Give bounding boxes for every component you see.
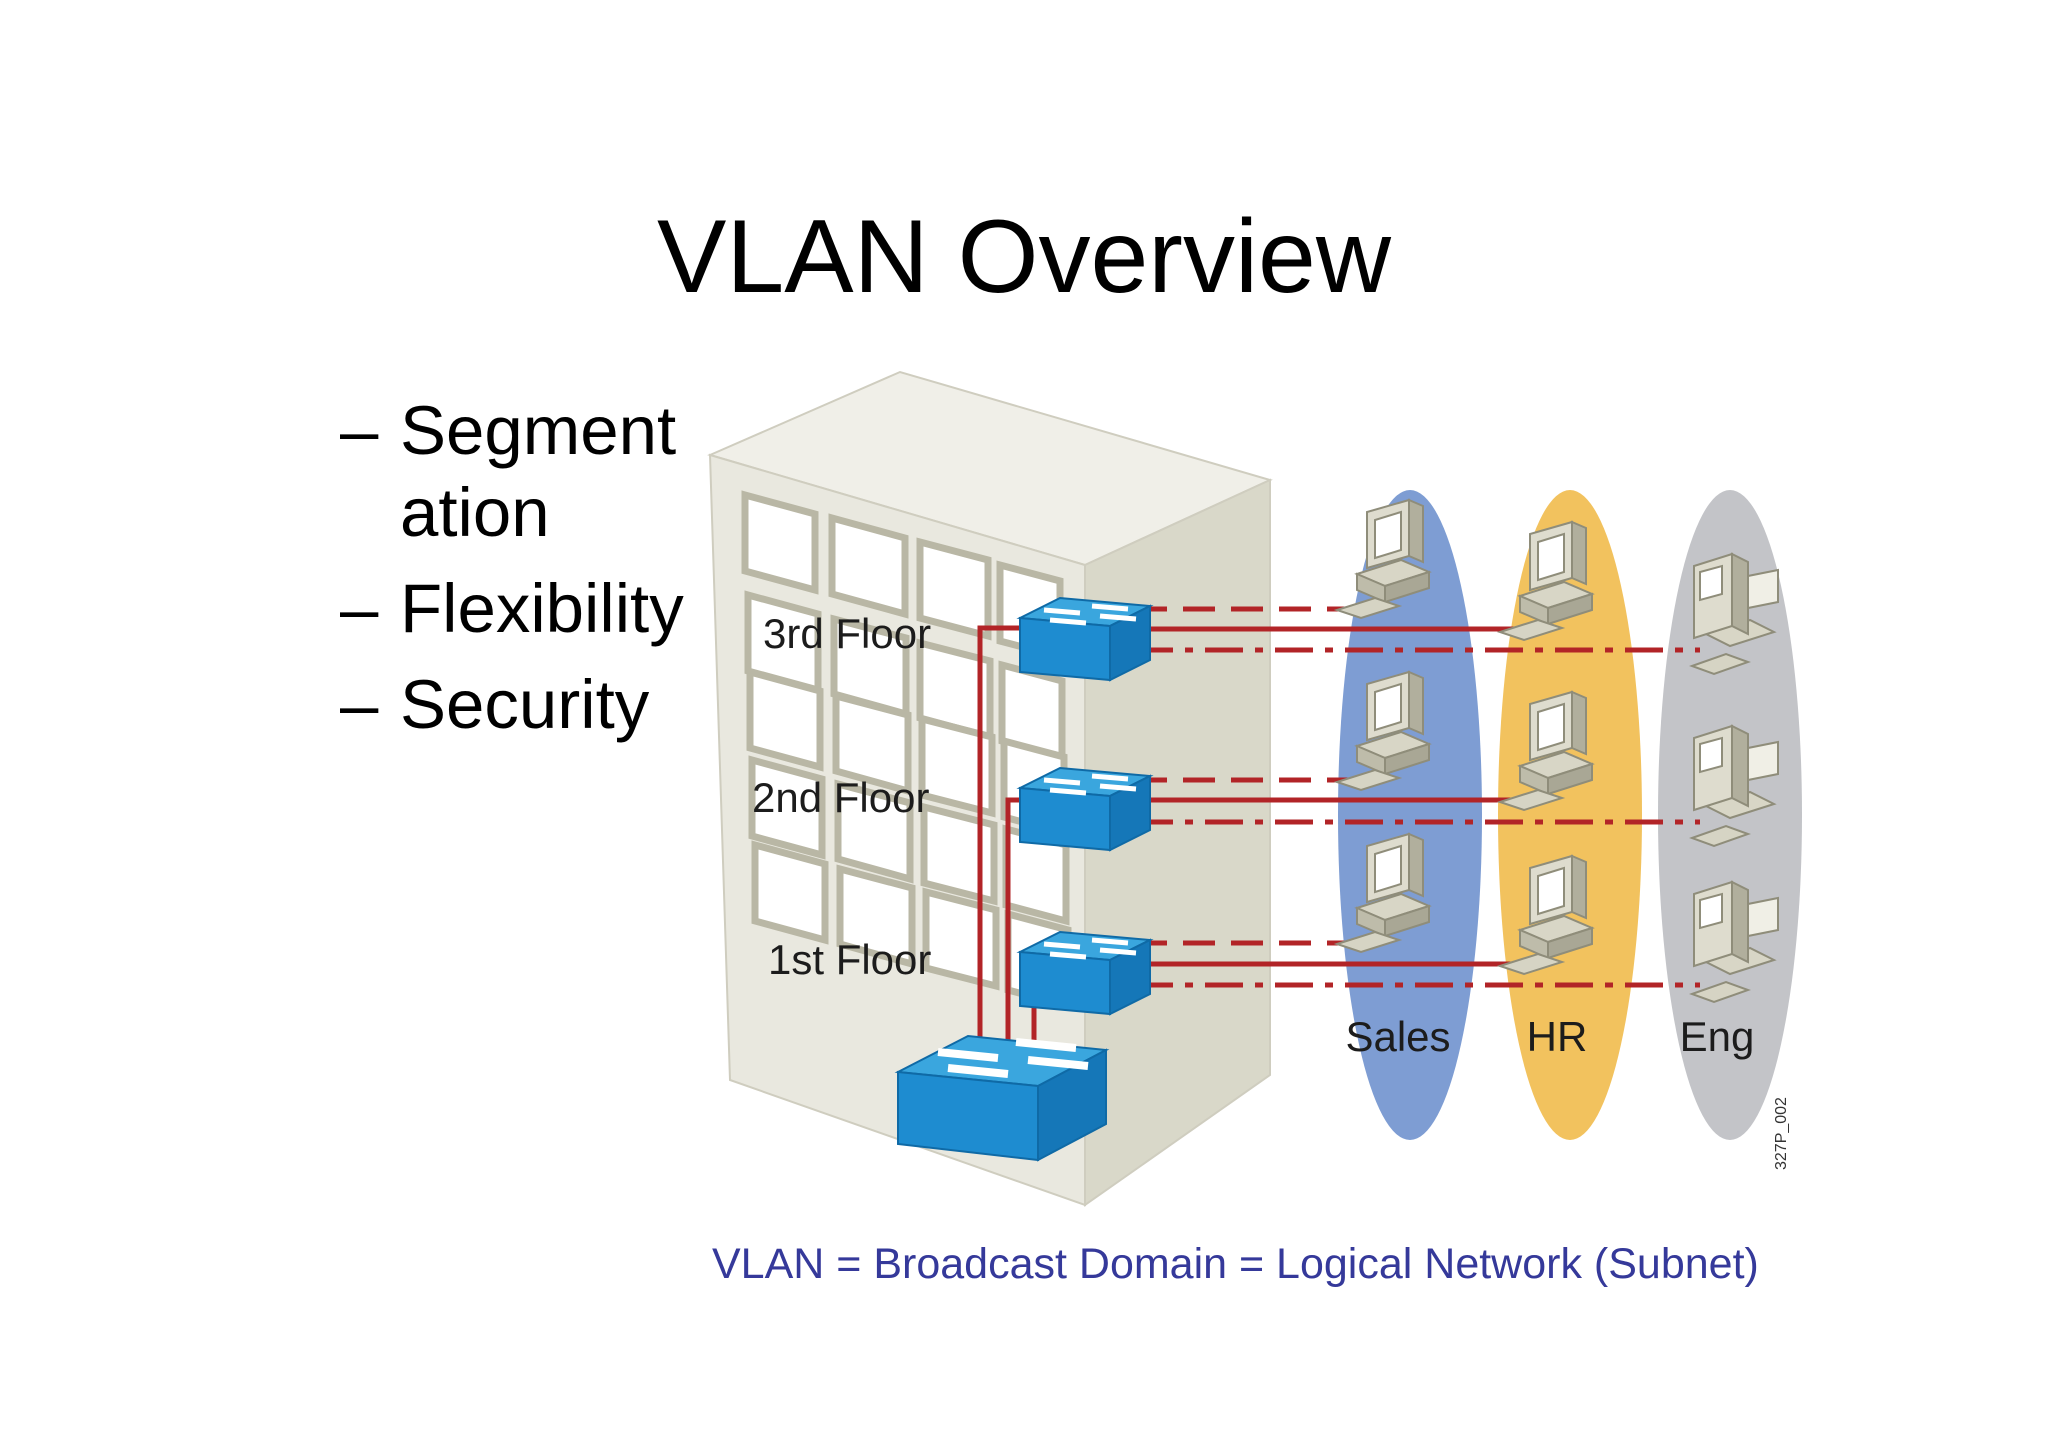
vlan-links — [1135, 606, 1700, 988]
floor-label-2: 2nd Floor — [752, 774, 929, 821]
bullet-security: – Security — [340, 664, 700, 746]
building-windows — [741, 490, 1072, 1011]
bullet-dash: – — [340, 666, 379, 743]
bullet-segmentation: – Segment ation — [340, 390, 700, 554]
vlan-caption: VLAN = Broadcast Domain = Logical Networ… — [712, 1240, 1759, 1288]
bullet-text-line: Segment — [400, 392, 677, 469]
building — [707, 370, 1273, 1207]
group-label-eng: Eng — [1680, 1013, 1755, 1060]
slide-title: VLAN Overview — [657, 199, 1391, 315]
floor-label-1: 1st Floor — [768, 936, 931, 983]
floor-switch — [1016, 930, 1154, 1016]
bullet-text-line: Security — [400, 666, 650, 743]
bullet-text-line: ation — [400, 474, 550, 551]
group-label-sales: Sales — [1345, 1013, 1450, 1060]
floor-label-3: 3rd Floor — [763, 610, 931, 657]
group-label-hr: HR — [1527, 1013, 1588, 1060]
bullet-text-line: Flexibility — [400, 570, 684, 647]
core-switch — [894, 1034, 1110, 1162]
floor-switch — [1016, 596, 1154, 682]
figure-id: 327P_002 — [1773, 1097, 1790, 1170]
bullet-dash: – — [340, 570, 379, 647]
floor-switch — [1016, 766, 1154, 852]
bullet-flexibility: – Flexibility — [340, 568, 700, 650]
bullet-list: – Segment ation – Flexibility – Security — [340, 390, 700, 760]
bullet-dash: – — [340, 392, 379, 469]
